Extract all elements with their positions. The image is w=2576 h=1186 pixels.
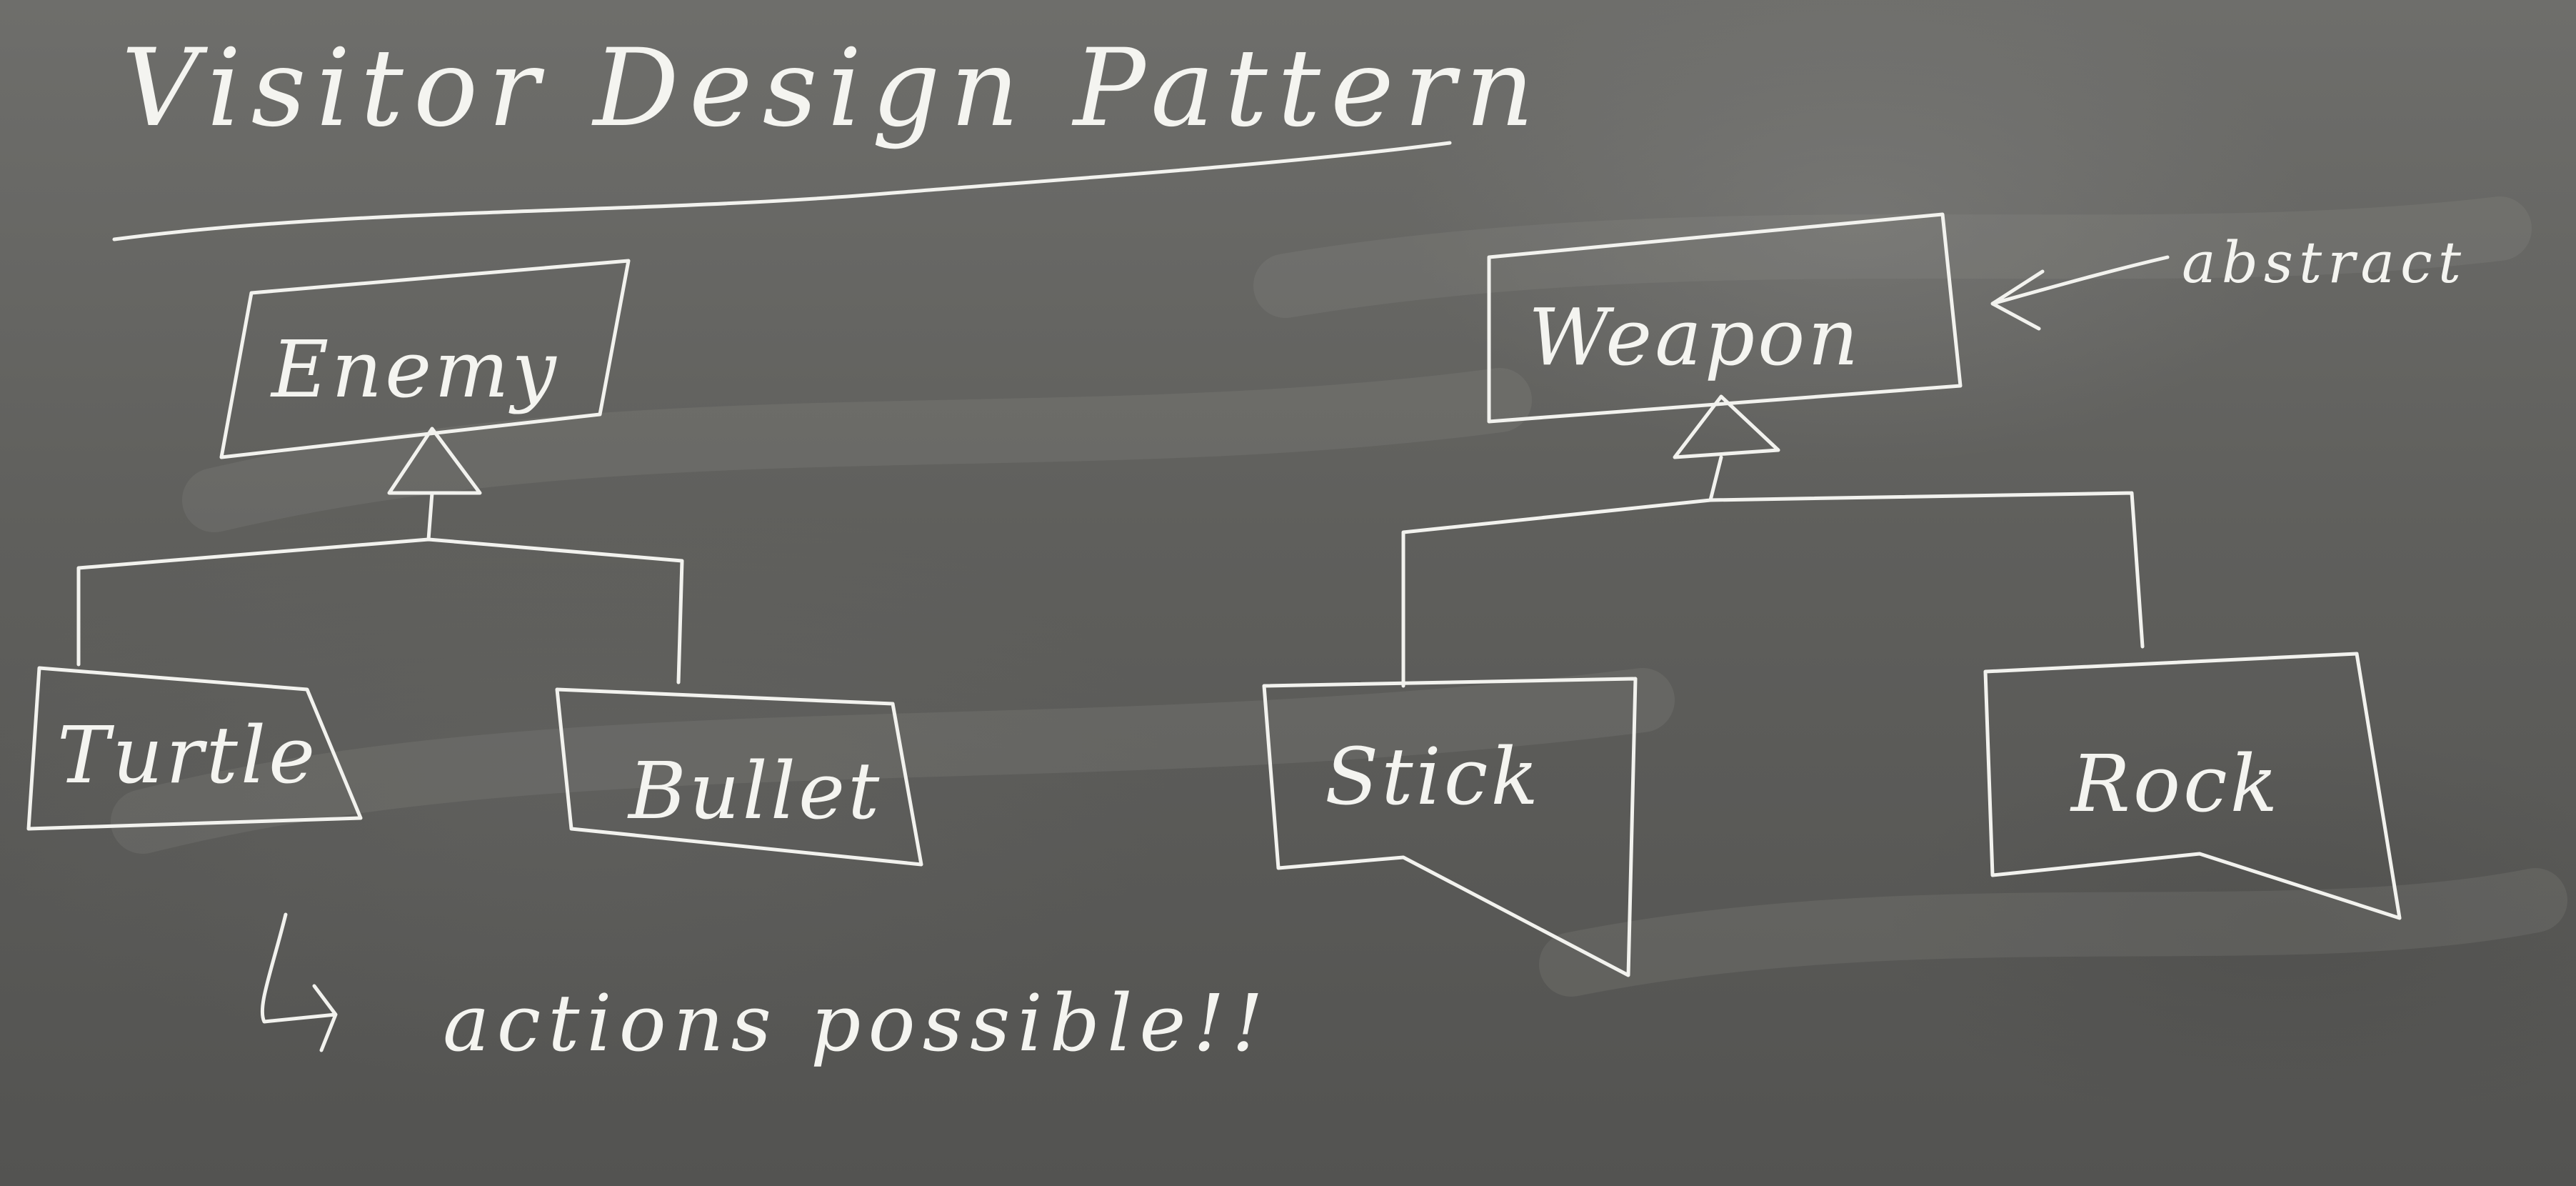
title-underline [112,141,1452,241]
turtle-class-box [26,666,363,831]
weapon-inheritance-arrow-icon [1673,394,1780,459]
note-arrow-icon [260,912,338,1052]
enemy-class-box [219,259,631,459]
note-text: actions possible!! [443,977,1271,1069]
stick-class-label: Stick [1325,731,1541,822]
weapon-hierarchy: Weapon abstract Stick Rock [1262,212,2467,977]
abstract-pointer-arrow-icon [1990,255,2170,331]
enemy-hierarchy: Enemy Turtle Bullet [26,259,923,867]
rock-class-box [1983,652,2402,920]
stick-class-box [1262,677,1638,977]
enemy-class-label: Enemy [270,324,559,415]
bullet-class-box [555,687,923,867]
rock-class-label: Rock [2070,738,2280,829]
weapon-inheritance-connector [1401,455,2145,688]
weapon-class-box [1487,212,1963,424]
diagram-title: Visitor Design Pattern [121,26,1544,151]
weapon-abstract-annotation: abstract [2182,229,2467,296]
turtle-class-label: Turtle [57,709,318,801]
weapon-class-label: Weapon [1528,291,1861,383]
bullet-class-label: Bullet [627,745,882,837]
enemy-inheritance-arrow-icon [387,427,482,495]
enemy-inheritance-connector [76,491,684,684]
